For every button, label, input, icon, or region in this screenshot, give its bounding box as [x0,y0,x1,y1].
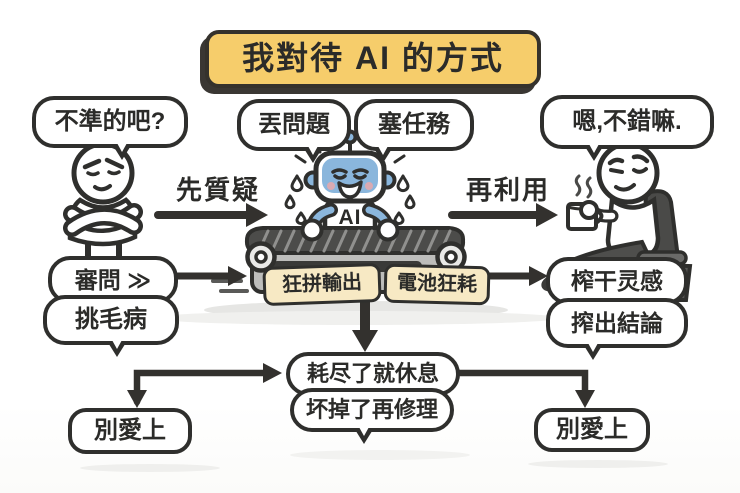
robot-blush-right [365,182,373,190]
skeptic-eye-right [107,170,121,176]
box-nitpick: 挑毛病 [43,295,179,357]
robot-bubble-tasks: 塞任務 [354,99,474,163]
relaxed-speech-bubble: 嗯,不錯嘛. [540,95,714,161]
connector-left [133,369,268,406]
robot-hand-left [300,218,324,242]
person-head [596,141,660,205]
box-dont-fall-right: 別愛上 [534,408,650,452]
robot-eye-left [331,168,348,180]
belt-ribs [257,229,452,253]
robot-chest-label: AI [338,205,362,229]
person-hand [579,200,599,220]
skeptic-eye-left [86,171,100,177]
flow-arrows [127,203,595,408]
skeptic-brow-left [82,158,102,170]
flow-step1-label: 先質疑 [175,175,260,206]
status-tag-output: 狂拼輸出 [262,262,382,307]
sweat-drop-icon [284,174,416,226]
page-title: 我對待 AI 的方式 [205,30,541,88]
flow-step2-label: 再利用 [465,175,550,206]
skeptic-speech-bubble: 不準的吧? [32,96,188,160]
person-eye-left [609,168,624,174]
box-squeeze-inspiration: 榨干灵感 [546,257,688,305]
robot-eye-right [352,168,369,180]
person-brow-right [631,154,650,164]
robot-blush-left [327,182,335,190]
robot-mouth [337,180,363,199]
box-squeeze-conclusion: 搾出結論 [546,298,688,360]
steam-icon [574,174,593,199]
person-smile [614,183,636,192]
connector-right [450,369,589,396]
skeptic-smirk [93,184,112,192]
robot-hand-right [376,218,400,242]
skeptic-person [63,141,143,271]
robot-face [322,158,378,193]
box-repair-rule: 坏掉了再修理 [290,388,454,444]
robot-bubble-questions: 丟問題 [237,99,351,163]
box-dont-fall-left: 別愛上 [68,408,192,454]
ground-shading [80,301,668,472]
robot-arms [300,203,400,242]
skeptic-brow-right [104,157,125,170]
status-tag-battery: 電池狂耗 [383,263,491,306]
person-eye-right [632,167,648,174]
crossed-arms [63,203,143,237]
person-brow-left [607,157,625,166]
